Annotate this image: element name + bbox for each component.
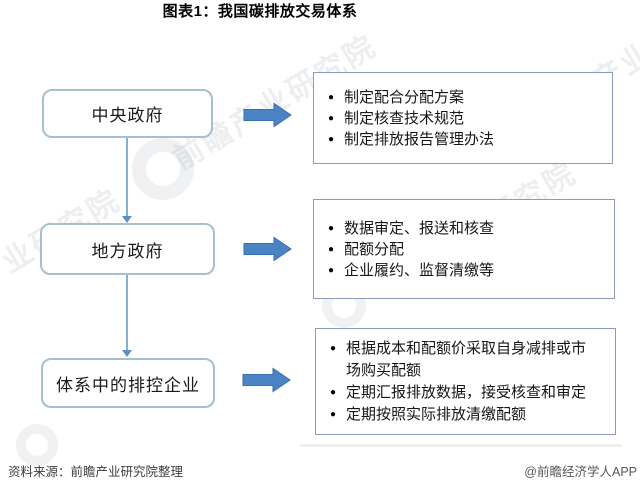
node-local-government: 地方政府 [40, 223, 215, 275]
node-regulated-enterprises: 体系中的排控企业 [41, 358, 215, 408]
bullet-text: 配额分配 [344, 240, 405, 258]
list-item: 定期汇报排放数据，接受核查和审定 [328, 382, 607, 404]
credit-note: @前瞻经济学人APP [524, 465, 637, 479]
detail-panel-central-government: 制定配合分配方案 制定核查技术规范 制定排放报告管理办法 [313, 72, 613, 164]
bullet-text: 数据审定、报送和核查 [344, 219, 495, 237]
right-arrow-icon [243, 102, 292, 128]
list-item: 制定核查技术规范 [326, 108, 604, 129]
right-arrow-icon [242, 367, 291, 393]
watermark-logo-icon [132, 138, 194, 200]
bullet-text: 制定排放报告管理办法 [344, 130, 495, 148]
bullet-text: 定期按照实际排放清缴配额 [346, 405, 527, 423]
down-arrowhead-icon [122, 350, 132, 357]
list-item: 制定配合分配方案 [326, 87, 604, 108]
list-item: 根据成本和配额价采取自身减排或市场购买配额 [328, 338, 607, 382]
watermark-logo-icon [16, 424, 58, 466]
bullet-list: 数据审定、报送和核查 配额分配 企业履约、监督清缴等 [326, 218, 606, 281]
node-label: 体系中的排控企业 [56, 375, 200, 395]
detail-panel-regulated-enterprises: 根据成本和配额价采取自身减排或市场购买配额 定期汇报排放数据，接受核查和审定 定… [315, 328, 616, 435]
bullet-text: 制定核查技术规范 [344, 109, 465, 127]
list-item: 企业履约、监督清缴等 [326, 260, 606, 281]
bullet-list: 制定配合分配方案 制定核查技术规范 制定排放报告管理办法 [326, 87, 604, 150]
bullet-text: 制定配合分配方案 [344, 88, 465, 106]
page-title: 图表1：我国碳排放交易体系 [162, 3, 358, 20]
connector-line [126, 138, 128, 216]
divider [300, 444, 622, 447]
connector-line [126, 275, 128, 350]
list-item: 制定排放报告管理办法 [326, 129, 604, 150]
list-item: 配额分配 [326, 239, 606, 260]
list-item: 定期按照实际排放清缴配额 [328, 404, 607, 426]
detail-panel-local-government: 数据审定、报送和核查 配额分配 企业履约、监督清缴等 [313, 199, 615, 299]
node-label: 中央政府 [91, 106, 164, 125]
bullet-list: 根据成本和配额价采取自身减排或市场购买配额 定期汇报排放数据，接受核查和审定 定… [328, 338, 607, 426]
down-arrowhead-icon [122, 216, 132, 223]
bullet-text: 根据成本和配额价采取自身减排或市场购买配额 [346, 339, 587, 379]
list-item: 数据审定、报送和核查 [326, 218, 606, 239]
bullet-text: 定期汇报排放数据，接受核查和审定 [346, 383, 587, 401]
bullet-text: 企业履约、监督清缴等 [344, 261, 495, 279]
right-arrow-icon [243, 236, 292, 262]
node-label: 地方政府 [91, 241, 164, 261]
node-central-government: 中央政府 [42, 89, 213, 138]
source-note: 资料来源：前瞻产业研究院整理 [8, 465, 184, 479]
